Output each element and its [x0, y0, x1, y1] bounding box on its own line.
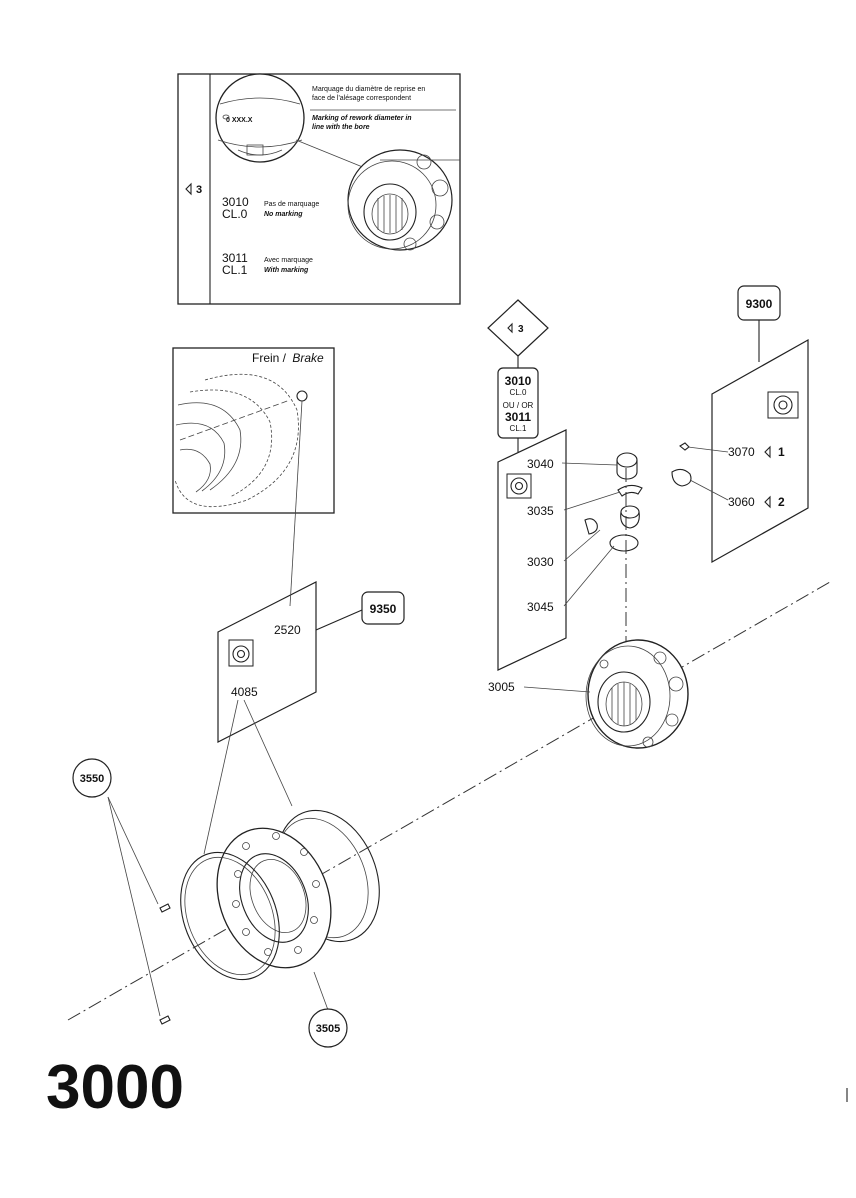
option-3010: 3010 CL.0 Pas de marquage No marking [222, 195, 319, 221]
note-fr-line2: face de l'alésage correspondent [312, 95, 411, 102]
leader-lines [107, 400, 729, 1017]
center-parts-panel [497, 429, 567, 671]
callout-3550: 3550 [72, 758, 112, 798]
left-parts-panel [217, 581, 317, 743]
part-3070 [679, 442, 690, 451]
brake-label-fr: Frein / [252, 351, 287, 365]
note-en-line1: Marking of rework diameter in [312, 115, 412, 122]
ref-symbol-3: 3 [185, 182, 202, 196]
option-fr: Avec marquage [264, 257, 313, 264]
detail-box: 3 0 XXX.X [177, 73, 461, 305]
part-3040 [616, 452, 638, 480]
ring-miniature [347, 149, 453, 251]
variant-line4: 3011 [505, 410, 531, 424]
kit-9300: 9300 [737, 285, 781, 321]
ref-diamond-icon [507, 322, 513, 334]
callout-3060-label: 3060 [728, 495, 755, 509]
ref-number: 3 [196, 184, 202, 196]
variant-line1: 3010 [505, 374, 532, 388]
note-fr-line1: Marquage du diamètre de reprise en [312, 86, 425, 93]
magnified-view: 0 XXX.X [215, 73, 305, 163]
right-parts-panel [711, 338, 809, 564]
brake-box-frame [172, 347, 335, 514]
ref-mark-2: 2 [778, 495, 785, 509]
part-3030 [584, 505, 640, 535]
option-code: 3011 [222, 251, 248, 265]
callout-3505: 3505 [308, 1008, 348, 1048]
part-3060 [671, 468, 692, 487]
callout-3505-label: 3505 [316, 1023, 340, 1035]
callout-3035: 3035 [527, 504, 554, 518]
bearing-symbol-icon [506, 473, 532, 499]
part-3035 [617, 484, 643, 497]
leader-line [295, 139, 371, 171]
kit-9350-label: 9350 [370, 602, 397, 616]
left-panel-card [217, 581, 317, 743]
ref-diamond-icon [764, 445, 771, 459]
ref-diamond-icon [185, 182, 192, 196]
ref-diamond-icon [764, 495, 771, 509]
variant-line3: OU / OR [503, 401, 534, 410]
center-axis [67, 581, 831, 1021]
option-class: CL.1 [222, 263, 248, 277]
callout-4085: 4085 [231, 685, 258, 699]
callout-3070-label: 3070 [728, 445, 755, 459]
brake-box: Frein / Brake [172, 347, 335, 514]
callout-3045: 3045 [527, 600, 554, 614]
bearing-symbol-icon [228, 639, 254, 667]
brake-disc-assembly [180, 809, 380, 981]
figure-number: 3000 [46, 1053, 184, 1122]
variant-ref-number: 3 [518, 324, 524, 335]
callout-3060: 3060 2 [728, 495, 785, 509]
callout-3030: 3030 [527, 555, 554, 569]
brake-label-en: Brake [292, 351, 324, 365]
callout-3005: 3005 [488, 680, 515, 694]
note-en-line2: line with the bore [312, 124, 370, 131]
engraving-text: 0 XXX.X [226, 117, 253, 124]
variant-tag: 3 3010 CL.0 OU / OR 3011 CL.1 [487, 299, 549, 452]
option-class: CL.0 [222, 207, 248, 221]
brake-label: Frein / Brake [252, 351, 324, 365]
option-fr: Pas de marquage [264, 201, 319, 208]
callout-3550-label: 3550 [80, 773, 104, 785]
kit-9300-label: 9300 [746, 297, 773, 311]
part-3550-bolts [159, 903, 171, 1025]
option-en: With marking [264, 267, 309, 274]
part-3005-ring [585, 639, 689, 749]
ref-mark-1: 1 [778, 445, 785, 459]
variant-line5: CL.1 [510, 424, 527, 433]
part-3045 [609, 534, 639, 552]
option-code: 3010 [222, 195, 249, 209]
right-panel-card [711, 338, 809, 564]
callout-2520: 2520 [274, 623, 301, 637]
option-3011: 3011 CL.1 Avec marquage With marking [222, 251, 313, 277]
callout-3070: 3070 1 [728, 445, 785, 459]
variant-line2: CL.0 [510, 388, 527, 397]
kit-9350: 9350 [361, 591, 405, 625]
callout-3040: 3040 [527, 457, 554, 471]
option-en: No marking [264, 211, 303, 218]
bearing-symbol-icon [767, 391, 799, 419]
